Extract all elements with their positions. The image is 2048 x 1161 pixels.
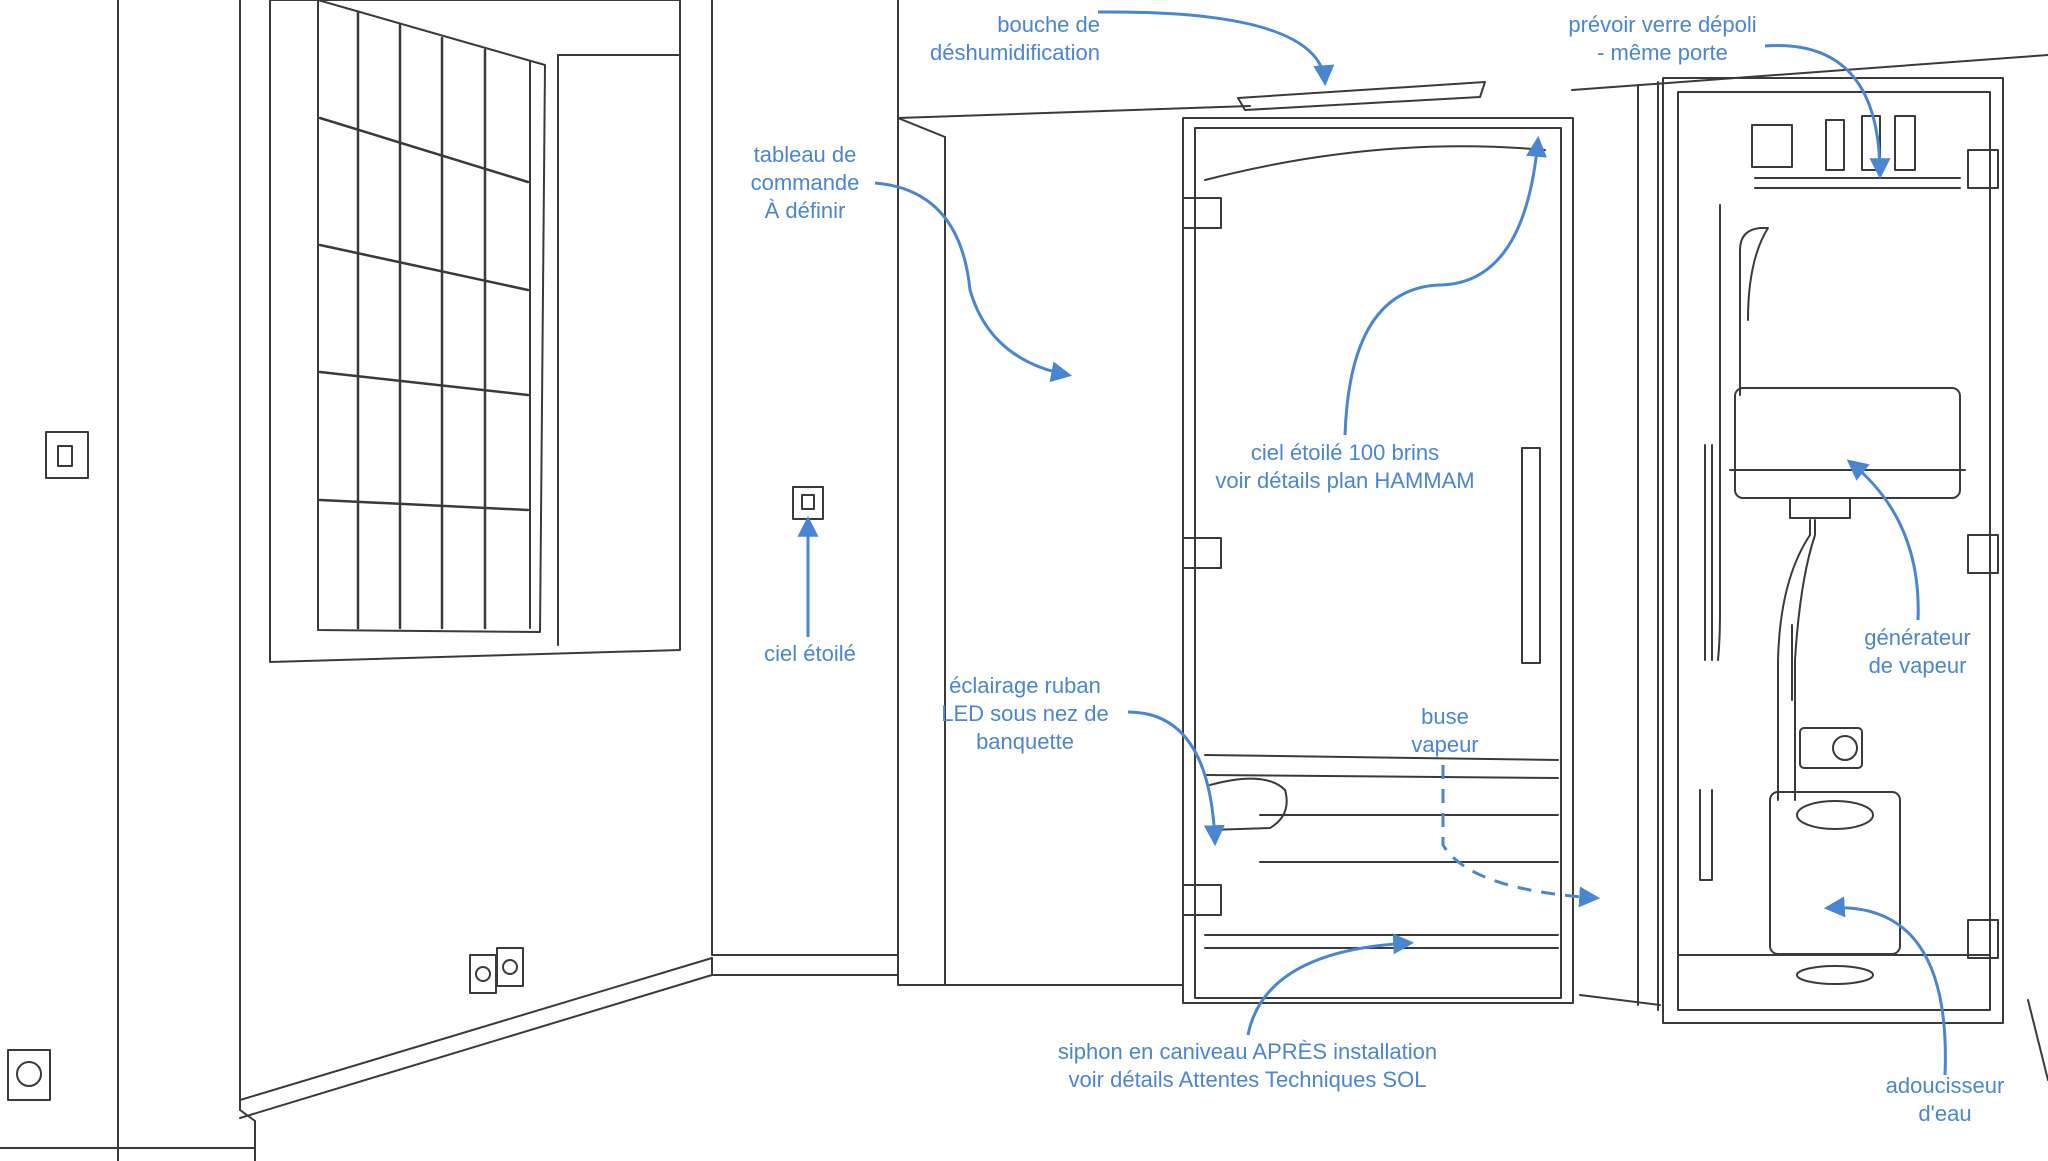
arrow-tableau [874,181,1073,383]
arrow-ciel100 [1343,135,1547,436]
arrow-verre [1764,44,1891,180]
arrow-eclairage [1127,710,1225,847]
label-bouche-deshumidification: bouche de déshumidification [930,12,1100,65]
label-eclairage-led: éclairage ruban LED sous nez de banquett… [941,673,1109,754]
arrow-generateur [1846,459,1920,621]
label-buse-vapeur: buse vapeur [1411,704,1479,757]
label-ciel-etoile-100: ciel étoilé 100 brins voir détails plan … [1215,440,1475,493]
arrow-bouche [1097,10,1335,87]
label-adoucisseur-eau: adoucisseur d'eau [1885,1073,2005,1126]
label-generateur-vapeur: générateur de vapeur [1864,625,1971,678]
annotation-arrows [797,10,1947,1076]
label-verre-depoli: prévoir verre dépoli - même porte [1568,12,1757,65]
arrow-siphon [1246,933,1415,1036]
label-ciel-etoile: ciel étoilé [764,641,856,666]
label-tableau-commande: tableau de commande À définir [750,142,860,223]
label-siphon-caniveau: siphon en caniveau APRÈS installation vo… [1057,1039,1438,1092]
arrow-adoucisseur [1823,896,1947,1076]
